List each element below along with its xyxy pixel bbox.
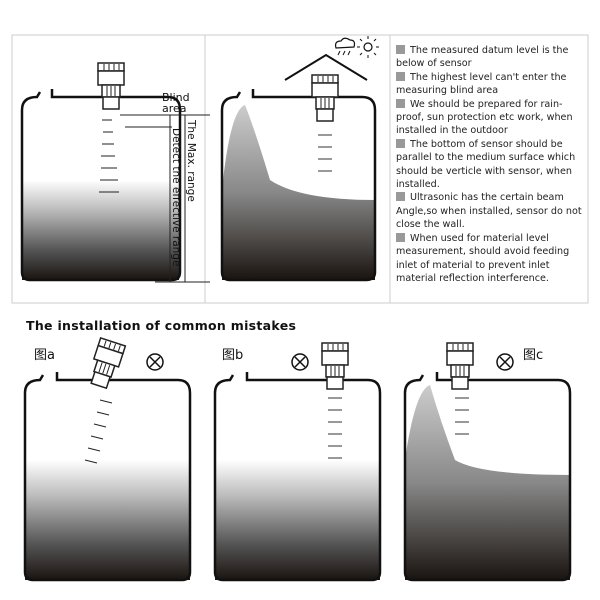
figure-label: 图c (523, 348, 543, 363)
effective-range-label: Detect the effective range (170, 128, 182, 266)
max-range-label: The Max. range (185, 119, 197, 202)
note-text: Ultrasonic has the certain beam Angle,so… (396, 192, 582, 231)
note-item: We should be prepared for rain-proof, su… (396, 98, 586, 138)
installation-notes: The measured datum level is the below of… (396, 44, 586, 285)
bullet-square-icon (396, 192, 405, 202)
bullet-square-icon (396, 98, 405, 108)
wrong-x-icon (291, 353, 309, 371)
mistake-figure-b: 图b (213, 342, 382, 582)
note-item: The bottom of sensor should be parallel … (396, 138, 586, 192)
note-item: The measured datum level is the below of… (396, 44, 586, 71)
wrong-x-icon (146, 353, 164, 371)
bullet-square-icon (396, 71, 405, 81)
sun-icon (357, 36, 379, 58)
mistake-figure-a: 图a (23, 337, 192, 582)
bullet-square-icon (396, 232, 405, 242)
tank-correct-install: Blind area The Max. range Detect the eff… (20, 62, 210, 283)
blind-area-label: Blind (162, 91, 190, 104)
note-item: Ultrasonic has the certain beam Angle,so… (396, 191, 586, 231)
sensor-icon (446, 342, 474, 390)
note-text: The measured datum level is the below of… (396, 45, 569, 70)
wrong-x-icon (496, 353, 514, 371)
figure-label: 图a (34, 348, 55, 363)
mistakes-title: The installation of common mistakes (26, 318, 297, 333)
tilted-sensor-icon (85, 337, 127, 391)
note-text: When used for material level measurement… (396, 232, 570, 284)
figure-label: 图b (222, 348, 243, 363)
mistake-figure-c: 图c (403, 342, 572, 582)
sensor-icon (321, 342, 349, 390)
note-item: When used for material level measurement… (396, 232, 586, 286)
bullet-square-icon (396, 138, 405, 148)
note-text: We should be prepared for rain-proof, su… (396, 98, 573, 137)
top-frame (11, 34, 589, 304)
sensor-icon (97, 62, 125, 110)
sensor-icon (311, 74, 339, 122)
note-text: The highest level can't enter the measur… (396, 71, 567, 97)
tank-outdoor-install (220, 36, 379, 282)
note-text: The bottom of sensor should be parallel … (396, 138, 576, 191)
rain-cloud-icon (334, 37, 356, 56)
note-item: The highest level can't enter the measur… (396, 71, 586, 98)
bullet-square-icon (396, 45, 405, 54)
blind-area-label: area (162, 102, 187, 115)
